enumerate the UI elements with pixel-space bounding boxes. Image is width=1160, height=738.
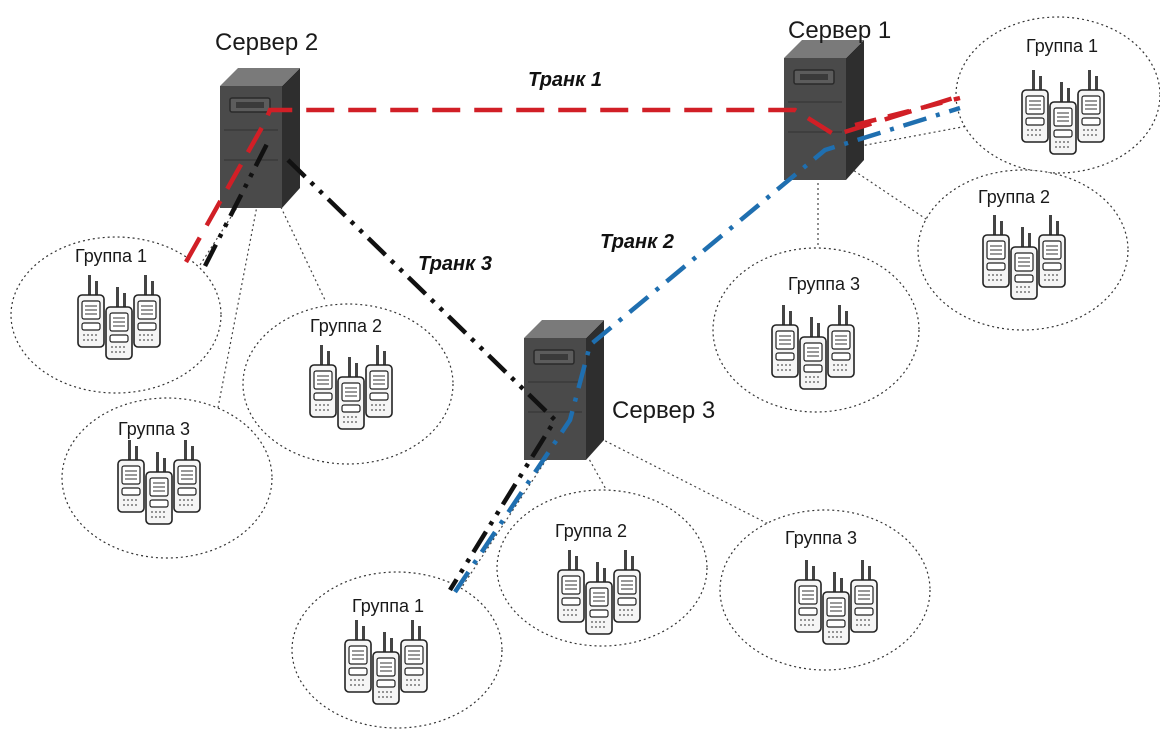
- trunk-1-line-b: [854, 95, 961, 128]
- trunk-1-label: Транк 1: [528, 69, 602, 91]
- trunk-2-line: [453, 105, 961, 594]
- s2-group-1-label: Группа 1: [75, 246, 147, 266]
- group-ellipse-s3-g2: [496, 489, 708, 647]
- s2-group-3-label: Группа 3: [118, 419, 190, 439]
- server-1-label: Сервер 1: [788, 17, 891, 44]
- trunk-lines: [184, 93, 961, 594]
- trunk-3-line: [202, 136, 558, 592]
- server-tower-icon: [219, 67, 301, 209]
- group-ellipse-s3-g3: [719, 509, 931, 671]
- group-ellipse-s1-g1: [955, 16, 1160, 174]
- group-ellipse-s1-g3: [712, 247, 920, 413]
- s1-group-3-label: Группа 3: [788, 274, 860, 294]
- group-ellipse-s3-g1: [291, 571, 503, 729]
- trunk-3-label: Транк 3: [418, 253, 492, 275]
- s2-group-2-label: Группа 2: [310, 316, 382, 336]
- server-2: [219, 67, 301, 209]
- s3-group-3-label: Группа 3: [785, 528, 857, 548]
- s3-group-1-label: Группа 1: [352, 596, 424, 616]
- trunk-1-line: [184, 93, 961, 264]
- s1-group-1-label: Группа 1: [1026, 36, 1098, 56]
- server-3-label: Сервер 3: [612, 397, 715, 424]
- s3-group-2-label: Группа 2: [555, 521, 627, 541]
- server-2-label: Сервер 2: [215, 29, 318, 56]
- s1-group-2-label: Группа 2: [978, 187, 1050, 207]
- trunk-2-label: Транк 2: [600, 231, 674, 253]
